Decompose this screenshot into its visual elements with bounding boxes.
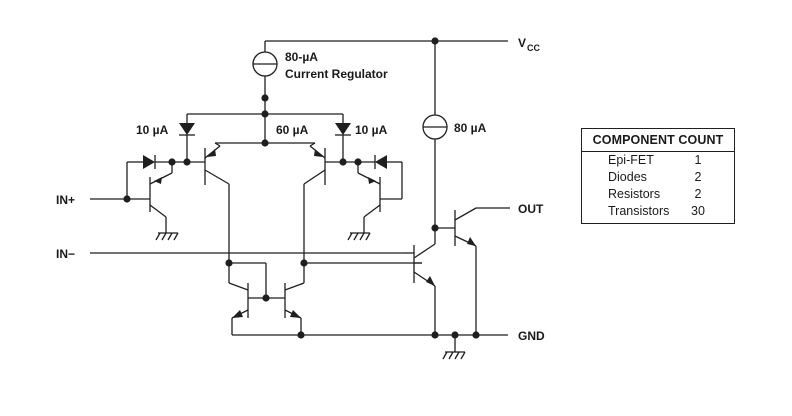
output-driver-transistor xyxy=(405,228,436,335)
source-distribution xyxy=(187,98,343,147)
left-level-diode xyxy=(126,155,187,199)
left-10ua-diode xyxy=(179,114,195,162)
component-count-title: COMPONENT COUNT xyxy=(582,129,734,152)
component-name: Epi-FET xyxy=(608,153,654,167)
left-input-follower xyxy=(149,162,179,241)
center-source-label: 60 µA xyxy=(276,123,309,137)
gnd-rail xyxy=(232,331,508,360)
component-name: Transistors xyxy=(608,204,670,218)
gnd-label: GND xyxy=(518,329,545,343)
current-regulator-80ua xyxy=(252,51,278,102)
in-plus-label: IN+ xyxy=(56,193,75,207)
regulator-value-label: 80-µA xyxy=(285,50,318,64)
right-10ua-diode xyxy=(335,114,351,162)
vcc-subscript: CC xyxy=(527,43,540,53)
component-value: 1 xyxy=(694,153,702,167)
component-name: Resistors xyxy=(608,187,661,201)
component-value: 2 xyxy=(694,170,702,184)
component-count-row: Diodes 2 xyxy=(582,169,734,186)
output-source-label: 80 µA xyxy=(454,121,487,135)
vcc-label: V xyxy=(518,36,526,50)
output-transistor xyxy=(435,207,510,335)
component-count-row: Resistors 2 xyxy=(582,186,734,203)
out-label: OUT xyxy=(518,202,544,216)
mirror-load xyxy=(225,259,422,335)
component-count-row: Epi-FET 1 xyxy=(582,152,734,169)
component-value: 2 xyxy=(694,187,702,201)
component-value: 30 xyxy=(691,204,705,218)
component-count-table: COMPONENT COUNT Epi-FET 1 Diodes 2 Resis… xyxy=(581,128,735,224)
output-80ua-source xyxy=(422,41,448,232)
right-input-follower xyxy=(347,162,402,241)
right-input-transistor xyxy=(303,142,347,263)
right-source-label: 10 µA xyxy=(355,123,388,137)
left-input-transistor xyxy=(183,142,230,263)
in-minus-label: IN− xyxy=(56,247,75,261)
component-count-row: Transistors 30 xyxy=(582,203,734,220)
left-source-label: 10 µA xyxy=(136,123,169,137)
component-name: Diodes xyxy=(608,170,647,184)
regulator-name-label: Current Regulator xyxy=(285,67,388,81)
right-level-diode xyxy=(343,155,403,199)
